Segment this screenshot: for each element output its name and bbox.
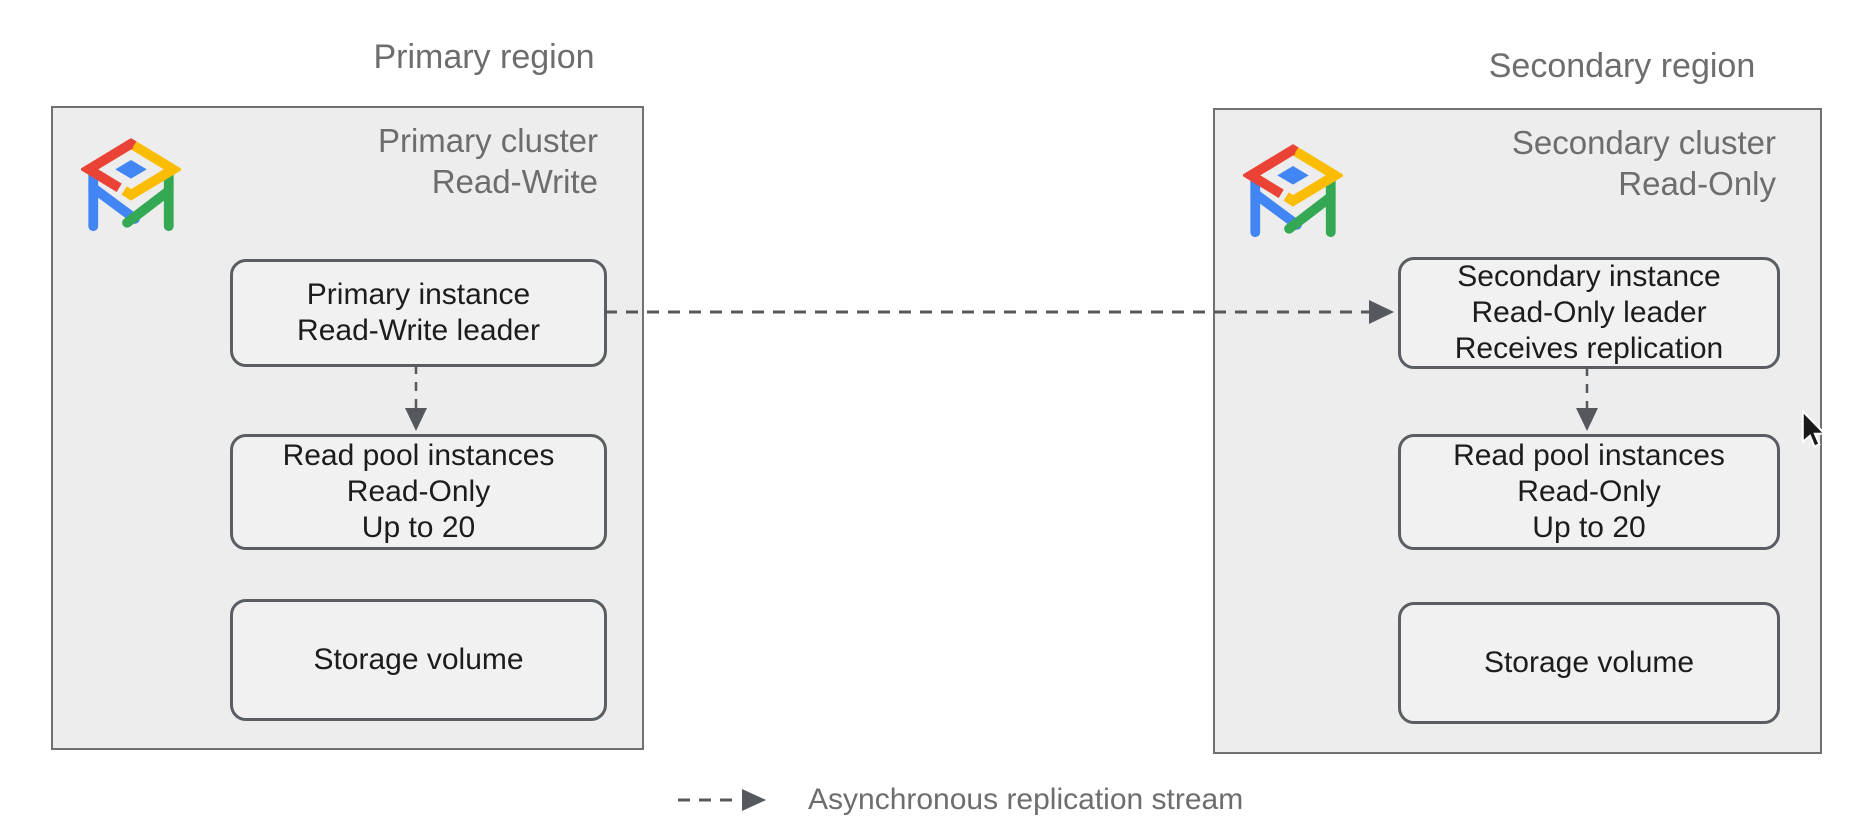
box-text-line: Read-Only [1517,475,1661,508]
mouse-cursor [1801,410,1827,448]
primary-storage-volume-box: Storage volume [230,599,607,721]
secondary-region-label: Secondary region [1488,47,1756,85]
secondary-storage-volume-box: Storage volume [1398,602,1780,724]
box-text-line: Read pool instances [282,439,555,472]
legend-label: Asynchronous replication stream [808,783,1244,816]
box-text-line: Read-Write leader [297,314,540,347]
box-text-line: Primary instance [306,278,531,311]
cluster-title-line1: Secondary cluster [1511,124,1776,161]
box-text-line: Read pool instances [1453,439,1725,472]
replication-arrow [605,300,1394,324]
box-text-line: Secondary instance [1457,260,1721,293]
cluster-title-line2: Read-Write [431,163,598,200]
primary-instance-box: Primary instance Read-Write leader [230,259,607,367]
legend-dashed-arrow-icon [678,789,766,811]
cluster-title-line1: Primary cluster [377,122,598,159]
box-text-line: Up to 20 [361,511,476,544]
alloydb-icon [1241,142,1345,242]
primary-region-label: Primary region [373,38,595,76]
secondary-cluster: Secondary cluster Read-Only Secondary in… [1213,108,1822,754]
primary-cluster-title: Primary cluster Read-Write [378,120,598,202]
secondary-downward-arrow [1576,367,1598,431]
box-text-line: Read-Only leader [1471,296,1707,329]
primary-cluster: Primary cluster Read-Write Primary insta… [51,106,644,750]
box-text-line: Read-Only [346,475,491,508]
secondary-read-pool-box: Read pool instances Read-Only Up to 20 [1398,434,1780,550]
primary-read-pool-box: Read pool instances Read-Only Up to 20 [230,434,607,550]
box-text-line: Storage volume [1483,646,1695,679]
box-text-line: Up to 20 [1532,511,1646,544]
box-text-line: Receives replication [1454,332,1724,365]
primary-downward-arrow [405,365,427,431]
secondary-cluster-title: Secondary cluster Read-Only [1512,122,1776,204]
box-text-line: Storage volume [313,643,524,676]
alloydb-icon [79,136,183,236]
cluster-title-line2: Read-Only [1618,165,1776,202]
secondary-instance-box: Secondary instance Read-Only leader Rece… [1398,257,1780,369]
